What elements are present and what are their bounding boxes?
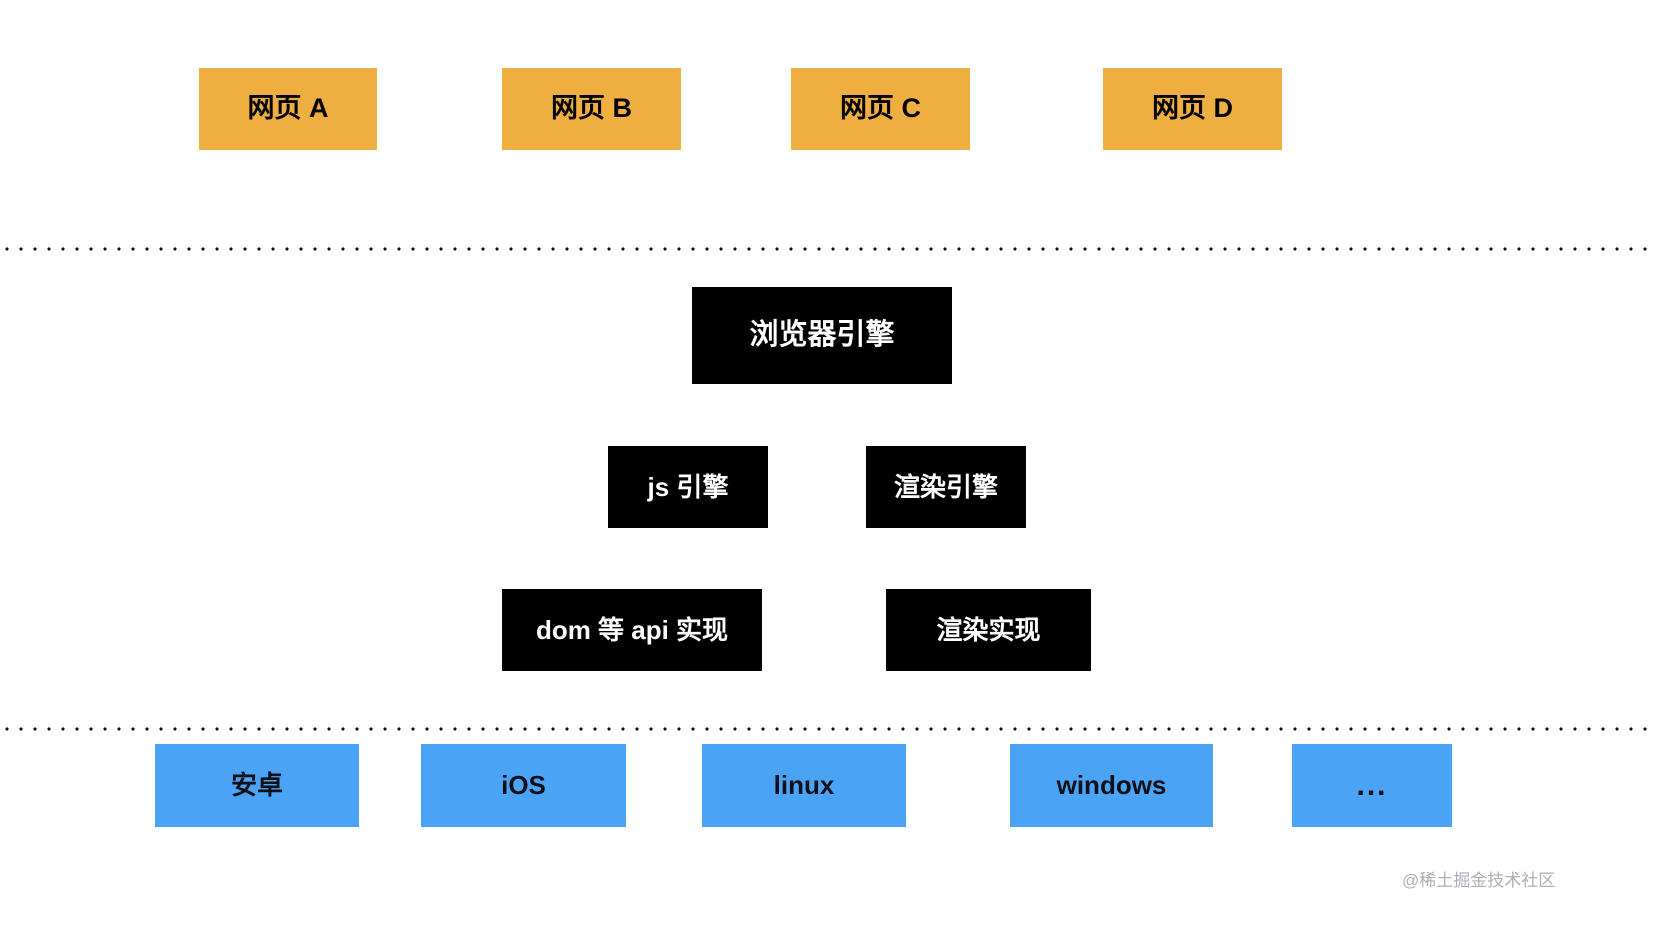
node-label: linux <box>773 770 835 801</box>
node-web-page-c: 网页 C <box>791 68 970 150</box>
node-dom-api-impl: dom 等 api 实现 <box>502 589 762 671</box>
node-label: 安卓 <box>230 770 283 801</box>
node-label: windows <box>1056 770 1167 801</box>
node-os-windows: windows <box>1010 744 1213 827</box>
node-os-ios: iOS <box>421 744 626 827</box>
node-label: 浏览器引擎 <box>749 318 895 351</box>
node-web-page-a: 网页 A <box>199 68 377 150</box>
node-web-page-d: 网页 D <box>1103 68 1282 150</box>
node-os-android: 安卓 <box>155 744 359 827</box>
node-js-engine: js 引擎 <box>608 446 768 528</box>
node-render-impl: 渲染实现 <box>886 589 1091 671</box>
node-label: 网页 B <box>551 93 632 124</box>
node-web-page-b: 网页 B <box>502 68 681 150</box>
node-label: 网页 C <box>840 93 921 124</box>
node-label: 网页 D <box>1152 93 1233 124</box>
node-os-linux: linux <box>702 744 906 827</box>
node-label: 渲染实现 <box>936 614 1041 645</box>
divider-bottom <box>0 727 1656 731</box>
node-label: ... <box>1356 769 1388 802</box>
divider-top <box>0 247 1656 251</box>
node-label: js 引擎 <box>647 471 729 502</box>
node-label: iOS <box>501 770 546 801</box>
watermark: @稀土掘金技术社区 <box>1402 871 1556 890</box>
node-label: dom 等 api 实现 <box>535 614 729 645</box>
node-render-engine: 渲染引擎 <box>866 446 1026 528</box>
node-os-more: ... <box>1292 744 1452 827</box>
node-browser-engine: 浏览器引擎 <box>692 287 952 384</box>
node-label: 渲染引擎 <box>893 471 998 502</box>
node-label: 网页 A <box>247 93 329 124</box>
